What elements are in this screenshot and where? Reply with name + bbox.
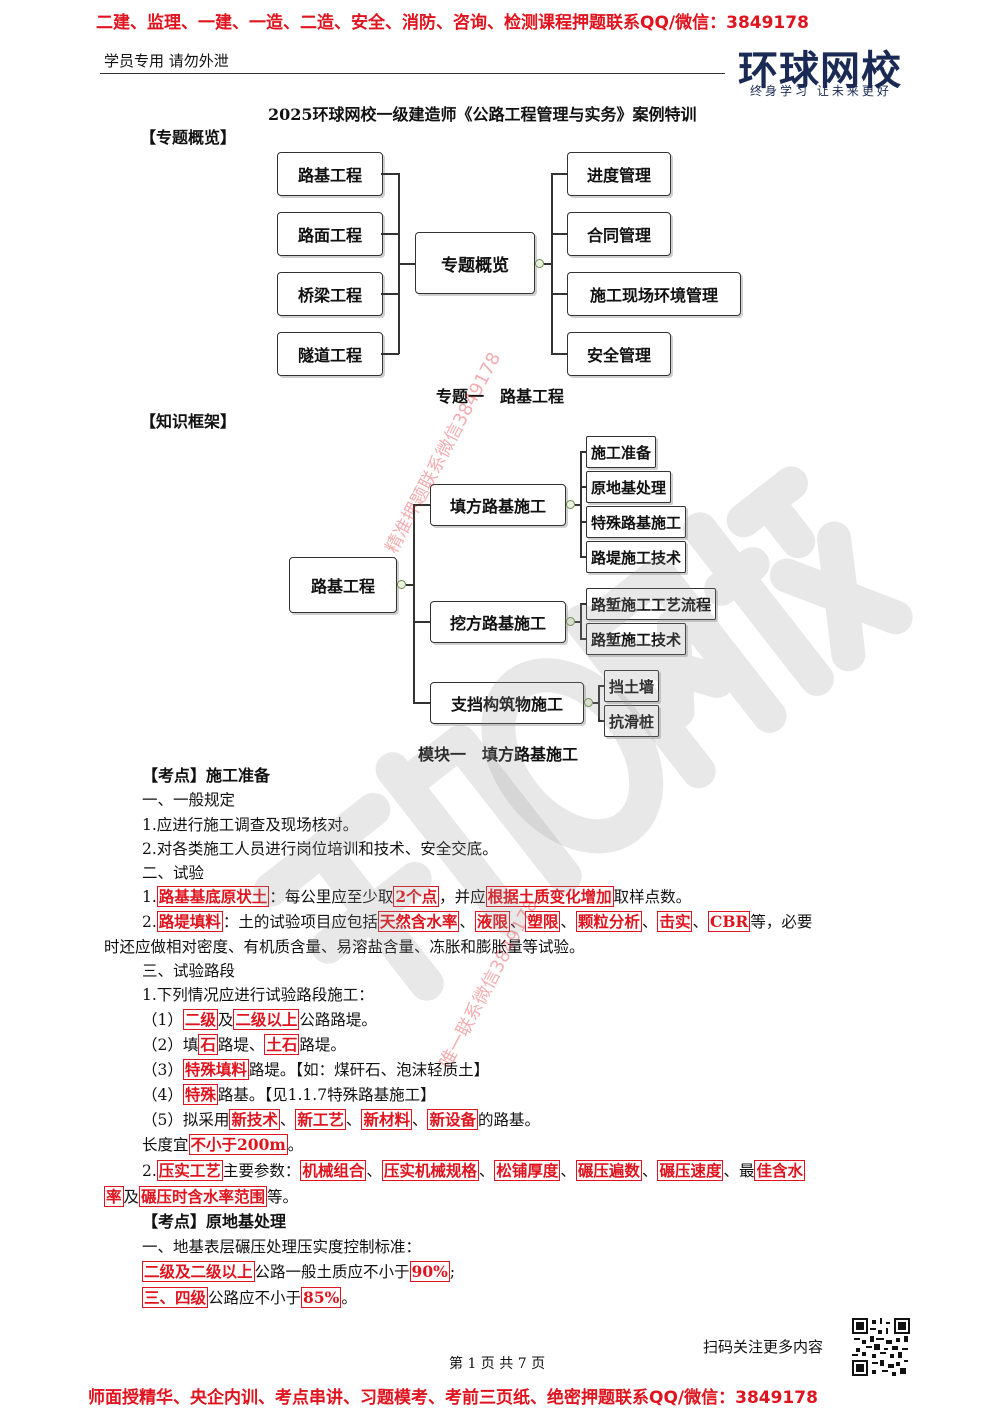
logo-slogan: 终身学习 让未来更好 [750, 84, 892, 98]
text-line: 2.对各类施工人员进行岗位培训和技术、安全交底。 [142, 840, 498, 858]
overview-center: 专题概览 [415, 232, 535, 294]
section-heading: 二、试验 [142, 864, 205, 882]
connector-dot [566, 500, 575, 509]
connector-dot [584, 698, 593, 707]
overview-left-item: 路面工程 [277, 212, 383, 256]
section-heading: 三、试验路段 [142, 962, 236, 980]
text-line: （1）二级及二级以上公路路堤。 [142, 1009, 377, 1030]
header-divider [100, 73, 725, 74]
overview-right-item: 合同管理 [567, 212, 671, 256]
text-line: 长度宜不小于200m。 [142, 1134, 304, 1155]
framework-leaf: 路堑施工技术 [586, 623, 687, 655]
overview-right-item: 施工现场环境管理 [567, 272, 741, 316]
framework-branch: 填方路基施工 [430, 484, 566, 526]
text-line: 1.应进行施工调查及现场核对。 [142, 816, 359, 834]
header-note: 学员专用 请勿外泄 [104, 52, 229, 70]
doc-title: 2025环球网校一级建造师《公路工程管理与实务》案例特训 [268, 105, 697, 124]
bottom-banner: 师面授精华、央企内训、考点串讲、习题模考、考前三页纸、绝密押题联系QQ/微信：3… [88, 1388, 818, 1408]
topic-title: 专题一 路基工程 [436, 387, 565, 406]
top-banner: 二建、监理、一建、一造、二造、安全、消防、咨询、检测课程押题联系QQ/微信：38… [96, 13, 809, 33]
overview-left-item: 隧道工程 [277, 332, 383, 376]
framework-leaf: 路堤施工技术 [586, 541, 687, 573]
connector-dot [397, 580, 406, 589]
logo: 环球网校 [738, 48, 902, 94]
connector-dot [535, 259, 544, 268]
overview-right-item: 进度管理 [567, 152, 671, 196]
page-number: 第 1 页 共 7 页 [449, 1356, 546, 1372]
text-line: （2）填石路堤、土石路堤。 [142, 1034, 346, 1055]
text-line: （3）特殊填料路堤。【如：煤矸石、泡沫轻质土】 [142, 1059, 490, 1080]
framework-leaf: 路堑施工工艺流程 [586, 588, 717, 620]
keypoint-heading: 【考点】施工准备 [142, 766, 271, 785]
overview-left-item: 路基工程 [277, 152, 383, 196]
scan-note: 扫码关注更多内容 [703, 1338, 824, 1356]
section-heading: 一、一般规定 [142, 791, 236, 809]
framework-root: 路基工程 [289, 557, 397, 613]
framework-branch: 挖方路基施工 [430, 601, 566, 643]
overview-heading: 【专题概览】 [140, 128, 237, 147]
overview-right-item: 安全管理 [567, 332, 671, 376]
qr-code[interactable] [852, 1318, 910, 1376]
text-line: 2.压实工艺主要参数：机械组合、压实机械规格、松铺厚度、碾压遍数、碾压速度、最佳… [142, 1160, 805, 1181]
overview-left-item: 桥梁工程 [277, 272, 383, 316]
framework-leaf: 挡土墙 [604, 670, 660, 702]
framework-leaf: 抗滑桩 [604, 705, 660, 737]
section-heading: 一、地基表层碾压处理压实度控制标准： [142, 1238, 422, 1256]
text-line: 时还应做相对密度、有机质含量、易溶盐含量、冻胀和膨胀量等试验。 [104, 938, 585, 956]
text-line: 1.下列情况应进行试验路段施工： [142, 986, 374, 1004]
framework-leaf: 特殊路基施工 [586, 506, 687, 538]
text-line: （5）拟采用新技术、新工艺、新材料、新设备的路基。 [142, 1109, 540, 1130]
framework-leaf: 施工准备 [586, 436, 657, 468]
text-line: （4）特殊路基。【见1.1.7特殊路基施工】 [142, 1084, 436, 1105]
framework-branch: 支挡构筑物施工 [430, 682, 584, 724]
module-title: 模块一 填方路基施工 [418, 745, 579, 764]
framework-heading: 【知识框架】 [140, 412, 237, 431]
framework-leaf: 原地基处理 [586, 471, 672, 503]
connector-dot [566, 617, 575, 626]
keypoint-heading: 【考点】原地基处理 [142, 1212, 287, 1231]
text-line: 率及碾压时含水率范围等。 [104, 1186, 299, 1207]
